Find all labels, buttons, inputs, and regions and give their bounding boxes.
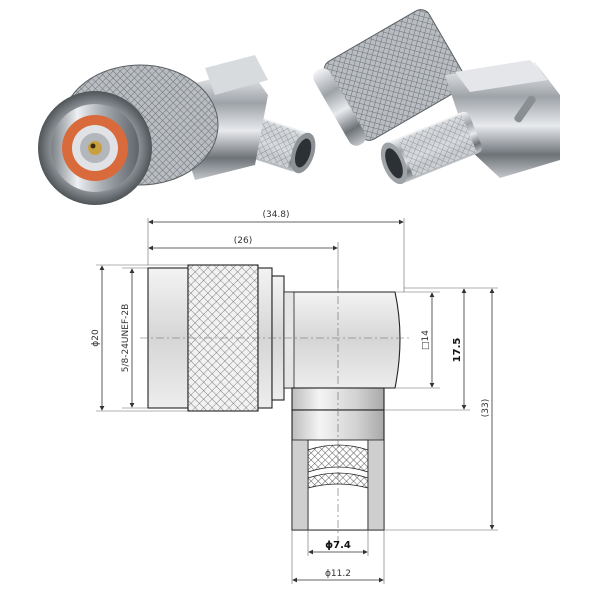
dim-square-body: □14 bbox=[421, 330, 431, 350]
elbow-body bbox=[283, 291, 401, 389]
dim-overall-height: (33) bbox=[481, 399, 491, 417]
dim-height-body: 17.5 bbox=[452, 338, 463, 363]
dim-outer-ferrule: ϕ11.2 bbox=[325, 569, 351, 579]
dim-inner-ferrule: ϕ7.4 bbox=[325, 540, 351, 551]
dim-body-diameter: ϕ20 bbox=[91, 329, 101, 347]
product-photos bbox=[38, 9, 560, 205]
dim-inner-width: (26) bbox=[234, 236, 252, 246]
photo-rear-view bbox=[313, 9, 560, 185]
dim-overall-width: (34.8) bbox=[262, 210, 289, 220]
photo-front-view bbox=[38, 55, 316, 205]
dim-thread: 5/8-24UNEF-2B bbox=[121, 304, 131, 373]
